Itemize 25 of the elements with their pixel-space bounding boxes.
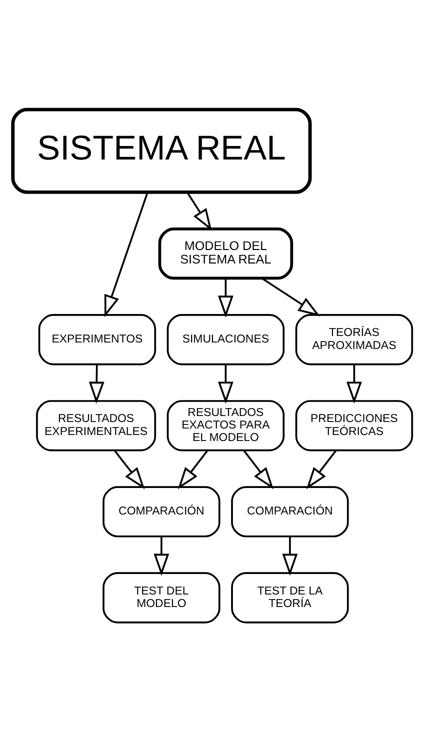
node-box: EXPERIMENTOS (38, 314, 156, 365)
node-box: COMPARACIÓN (231, 486, 349, 537)
node-box: MODELO DEL SISTEMA REAL (158, 226, 294, 280)
arrow (114, 450, 145, 489)
arrow (282, 536, 298, 576)
arrow (243, 450, 274, 489)
arrow (346, 364, 362, 404)
arrow (218, 364, 234, 404)
node-box: COMPARACIÓN (102, 486, 220, 537)
node-box: PREDICCIONES TEÓRICAS (295, 400, 414, 451)
node-box: RESULTADOS EXACTOS PARA EL MODELO (166, 400, 285, 451)
node-box: TEST DE LA TEORÍA (231, 572, 349, 623)
arrow (218, 278, 234, 318)
node-box: TEST DEL MODELO (102, 572, 220, 623)
arrow (186, 191, 212, 230)
arrow (261, 277, 320, 316)
arrow (178, 450, 208, 489)
arrow (306, 450, 337, 489)
node-box: TEORÍAS APROXIMADAS (295, 314, 414, 365)
arrow (104, 192, 148, 317)
arrow (154, 536, 170, 576)
node-box: SISTEMA REAL (11, 107, 312, 194)
node-box: SIMULACIONES (166, 314, 285, 365)
arrow (88, 364, 104, 404)
node-box: RESULTADOS EXPERIMENTALES (36, 400, 156, 451)
